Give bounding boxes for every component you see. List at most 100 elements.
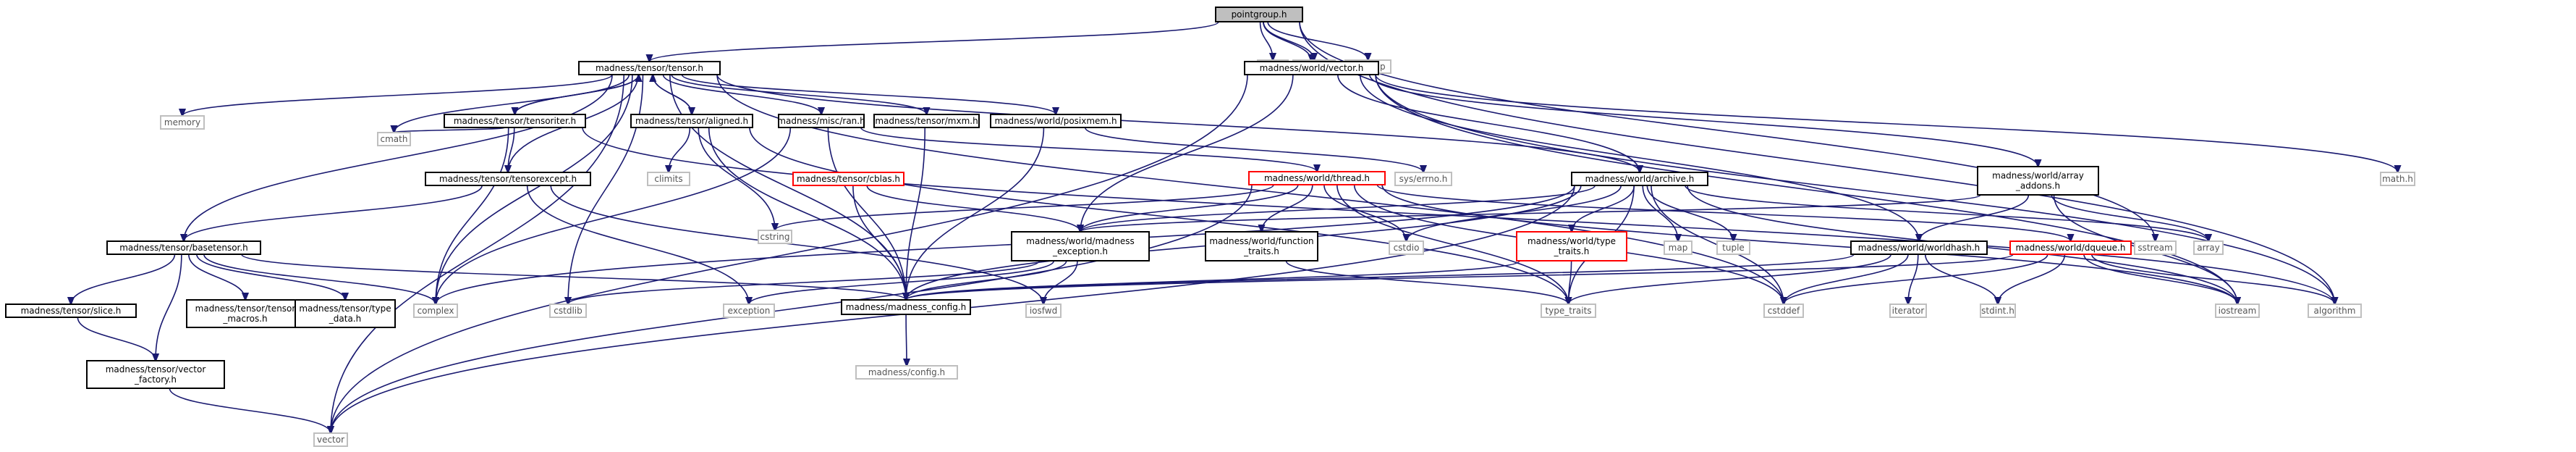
node-posixmem[interactable]: madness/world/posixmem.h xyxy=(990,114,1122,128)
node-vector-factory[interactable]: madness/tensor/vector_factory.h xyxy=(86,360,225,389)
edge-type-traits-h-to-madness-config xyxy=(906,260,1520,300)
node-box xyxy=(1205,231,1318,261)
edge-pointgroup-to-algorithm xyxy=(1299,21,2335,304)
node-label: madness/tensor/vector xyxy=(106,364,206,374)
node-complex: complex xyxy=(413,304,458,318)
node-array: array xyxy=(2193,240,2224,255)
node-label: complex xyxy=(418,306,454,316)
node-madness-config[interactable]: madness/madness_config.h xyxy=(841,299,971,315)
node-map: map xyxy=(1664,240,1692,255)
node-type-data[interactable]: madness/tensor/type_data.h xyxy=(295,299,396,328)
node-pointgroup[interactable]: pointgroup.h xyxy=(1215,7,1303,22)
node-label: madness/world/type xyxy=(1528,236,1616,246)
node-box xyxy=(990,114,1122,128)
node-basetensor[interactable]: madness/tensor/basetensor.h xyxy=(106,240,261,255)
node-box xyxy=(1025,304,1062,318)
edge-posixmem-to-madness-config xyxy=(906,127,1045,300)
node-madness-exception[interactable]: madness/world/madness_exception.h xyxy=(1011,231,1150,261)
node-box xyxy=(1248,171,1386,185)
node-box xyxy=(578,61,721,75)
edge-cblas-to-madness-config xyxy=(852,185,906,300)
node-label: cstdlib xyxy=(554,306,582,316)
node-label: stdint.h xyxy=(1981,306,2014,316)
node-label: _addons.h xyxy=(2015,181,2060,191)
node-label: madness/misc/ran.h xyxy=(777,116,865,126)
node-label: madness/tensor/slice.h xyxy=(21,306,122,316)
node-box xyxy=(1244,61,1379,75)
node-mxm[interactable]: madness/tensor/mxm.h xyxy=(873,114,980,128)
edge-archive-to-tuple xyxy=(1646,185,1733,241)
node-label: _traits.h xyxy=(1243,246,1279,256)
node-label: _exception.h xyxy=(1052,246,1108,256)
edge-dqueue-to-iostream xyxy=(2083,254,2237,304)
node-tuple: tuple xyxy=(1716,240,1750,255)
node-vector-h[interactable]: madness/world/vector.h xyxy=(1244,61,1379,75)
edge-thread-to-vector xyxy=(331,184,1253,433)
node-box xyxy=(1716,240,1750,255)
node-box xyxy=(630,114,753,128)
edge-ran-to-thread xyxy=(860,127,1317,172)
node-type-traits: type_traits xyxy=(1541,304,1596,318)
node-slice[interactable]: madness/tensor/slice.h xyxy=(5,304,137,318)
edge-basetensor-to-slice xyxy=(71,254,176,304)
edge-madness-exception-to-cstdlib xyxy=(568,260,1041,304)
edge-tensoriter-to-complex xyxy=(436,127,509,304)
node-tensor-macros[interactable]: madness/tensor/tensor_macros.h xyxy=(186,299,305,328)
node-box xyxy=(1889,304,1927,318)
node-box xyxy=(1763,304,1804,318)
node-math-h: math.h xyxy=(2380,172,2415,186)
node-box xyxy=(1664,240,1692,255)
node-box xyxy=(1011,231,1150,261)
node-box xyxy=(2193,240,2224,255)
node-box xyxy=(313,432,348,447)
node-box xyxy=(549,304,587,318)
edge-tensor-to-memory xyxy=(182,74,613,116)
node-memory: memory xyxy=(160,115,205,130)
node-label: climits xyxy=(654,174,682,184)
node-label: iterator xyxy=(1892,306,1925,316)
node-box xyxy=(1850,240,1988,255)
node-label: sstream xyxy=(2138,243,2172,253)
node-archive[interactable]: madness/world/archive.h xyxy=(1571,172,1708,186)
node-worldhash[interactable]: madness/world/worldhash.h xyxy=(1850,240,1988,255)
node-cblas[interactable]: madness/tensor/cblas.h xyxy=(792,172,904,186)
node-label: algorithm xyxy=(2314,306,2356,316)
edge-basetensor-to-complex xyxy=(203,254,436,304)
node-label: madness/madness_config.h xyxy=(846,302,967,312)
node-label: cmath xyxy=(381,134,408,144)
node-label: sys/errno.h xyxy=(1399,174,1448,184)
edge-basetensor-to-vector-factory xyxy=(156,254,182,361)
node-cstddef: cstddef xyxy=(1763,304,1804,318)
node-box xyxy=(1571,172,1708,186)
node-tensor[interactable]: madness/tensor/tensor.h xyxy=(578,61,721,75)
node-array-addons[interactable]: madness/world/array_addons.h xyxy=(1977,166,2099,196)
node-label: madness/tensor/tensorexcept.h xyxy=(439,174,577,184)
node-tensoriter[interactable]: madness/tensor/tensoriter.h xyxy=(444,114,586,128)
node-dqueue[interactable]: madness/world/dqueue.h xyxy=(2009,240,2132,255)
node-box xyxy=(1541,304,1596,318)
node-box xyxy=(1980,304,2016,318)
edge-tensor-to-posixmem xyxy=(681,74,1056,114)
node-thread[interactable]: madness/world/thread.h xyxy=(1248,171,1386,185)
edge-aligned-to-madness-config xyxy=(708,127,906,300)
node-ran[interactable]: madness/misc/ran.h xyxy=(777,114,865,128)
edge-pointgroup-to-sstream xyxy=(1299,21,2156,241)
edge-dqueue-to-stdint xyxy=(1998,254,2066,304)
edge-thread-to-function-traits xyxy=(1262,184,1313,232)
node-climits: climits xyxy=(647,172,690,186)
node-type-traits-h[interactable]: madness/world/type_traits.h xyxy=(1516,231,1627,261)
node-tensorexcept[interactable]: madness/tensor/tensorexcept.h xyxy=(425,172,591,186)
edge-dqueue-to-cstddef xyxy=(1784,254,2048,304)
node-label: tuple xyxy=(1722,243,1745,253)
node-label: madness/tensor/tensor.h xyxy=(596,63,703,73)
edge-thread-to-madness-exception xyxy=(1080,184,1299,232)
edge-tensor-to-mxm xyxy=(671,74,926,114)
edge-madness-exception-to-madness-config xyxy=(906,260,1067,300)
edge-dqueue-to-algorithm xyxy=(2090,254,2335,304)
node-aligned[interactable]: madness/tensor/aligned.h xyxy=(630,114,753,128)
node-function-traits[interactable]: madness/world/function_traits.h xyxy=(1205,231,1318,261)
node-cmath: cmath xyxy=(377,132,411,146)
dependency-nodes: pointgroup.hmadness/tensor/tensor.hstrin… xyxy=(5,7,2415,447)
node-box xyxy=(377,132,411,146)
edge-vector-h-to-madness-exception xyxy=(1080,74,1294,232)
